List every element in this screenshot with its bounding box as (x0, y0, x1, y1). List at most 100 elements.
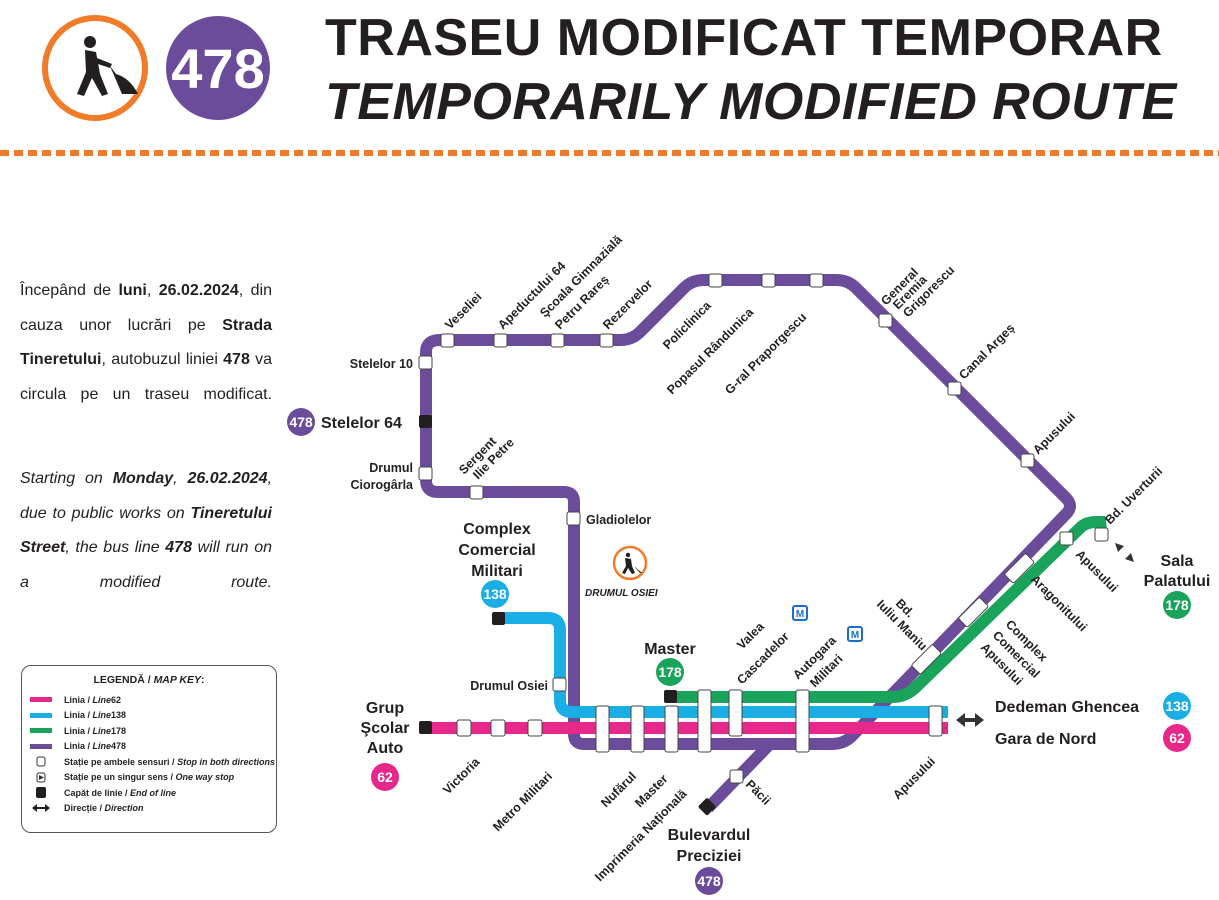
b478a-label: 478 (289, 414, 313, 430)
0-label: Starting on (20, 470, 113, 487)
apusului3-label: Apusului (890, 754, 938, 802)
legend-line-478: Linia / Line 478 (22, 739, 276, 755)
notice-ro: Începând de luni, 26.02.2024, din cauza … (20, 274, 272, 412)
metro-label: M (851, 630, 859, 641)
route-badges: 478 62 138 178 138 62 178 478 (287, 408, 1191, 895)
gladiolelor-label: Gladiolelor (586, 513, 651, 527)
sala2-label: Palatului (1144, 573, 1211, 590)
legend-line-178: Linia / Line 178 (22, 723, 276, 739)
b62b-label: 62 (1169, 730, 1185, 746)
apusului2-label: Apusului (1073, 547, 1121, 595)
legend-line-62: Linia / Line 62 (22, 692, 276, 708)
3-label: 26.02.2024 (158, 282, 239, 299)
ro-label: Stație pe un singur sens / (64, 772, 174, 783)
legend-direction: Direcție / Direction (22, 801, 276, 817)
metro-icon: M (847, 626, 863, 642)
ro-label: Linia / (64, 741, 91, 752)
terminal-labels: Stelelor 64 Grup Şcolar Auto Complex Com… (321, 415, 1210, 865)
5-label: Strada Tineretului (20, 316, 272, 369)
ro-label: Capăt de linie / (64, 787, 128, 798)
pacii-label: Păcii (743, 777, 774, 808)
road-works-icon (42, 15, 148, 121)
ro-label: Stație pe ambele sensuri / (64, 756, 175, 767)
b138b-label: 138 (1165, 698, 1189, 714)
drumul1-label: Drumul (369, 461, 413, 475)
metroMilitari-label: Metro Militari (490, 769, 555, 834)
direction-arrow-icon (1115, 543, 1134, 562)
num-label: 178 (111, 725, 127, 736)
line-478-route (420, 274, 1076, 750)
b138a-label: 138 (483, 586, 507, 602)
legend-both-directions: Stație pe ambele sensuri / Stop in both … (22, 754, 276, 770)
end-of-line-markers (419, 415, 716, 816)
notice-en: Starting on Monday, 26.02.2024, due to p… (20, 462, 272, 600)
b178b-label: 178 (1165, 597, 1189, 613)
6-label: , the bus line (65, 539, 166, 556)
ro-label: Direcție / (64, 803, 103, 814)
en-label: Line (92, 741, 112, 752)
0-label: Începând de (20, 282, 119, 299)
4-label: , din cauza unor lucrări pe (20, 282, 272, 334)
ccm3-label: Militari (471, 563, 523, 580)
grup1-label: Grup (366, 700, 404, 717)
5-label: Tineretului Street (20, 504, 272, 557)
map-legend: LEGENDĂ / MAP KEY: Linia / Line 62 Linia… (21, 665, 277, 833)
title-en-label: MAP KEY (153, 674, 202, 686)
gara-label: Gara de Nord (995, 731, 1096, 748)
nufarul-label: Nufărul (598, 769, 639, 810)
stelelor64-label: Stelelor 64 (321, 415, 402, 432)
line-478-badge (166, 16, 270, 120)
2-label: , (146, 282, 159, 299)
bp2-label: Preciziei (677, 848, 742, 865)
divider (0, 150, 1219, 156)
metro-icon: M (792, 605, 808, 621)
victoria-label: Victoria (440, 754, 483, 797)
num-label: 478 (111, 741, 127, 752)
7-label: 478 (165, 539, 192, 556)
drumOsieiStop-label: Drumul Osiei (470, 679, 548, 693)
ro-label: Linia / (64, 694, 91, 705)
direction-arrow-icon (956, 713, 984, 727)
ro-label: Linia / (64, 725, 91, 736)
header-icons: 478 (42, 15, 270, 121)
b178a-label: 178 (658, 664, 682, 680)
aragonitului-label: Aragonitului (1028, 572, 1090, 634)
bdUverturii-label: Bd. Uverturii (1102, 464, 1165, 527)
b478b-label: 478 (697, 873, 721, 889)
legend-line-138: Linia / Line 138 (22, 708, 276, 724)
stop-markers (418, 273, 1109, 784)
veseliei-label: Veseliei (442, 290, 484, 332)
metro-label: M (796, 609, 804, 620)
en-label: One way stop (175, 772, 235, 783)
2-label: , (173, 470, 188, 487)
num-label: 62 (111, 694, 122, 705)
direction-arrow-icon (32, 804, 50, 813)
en-label: Line (92, 694, 112, 705)
8-label: va circula pe un traseu modificat. (20, 351, 273, 403)
legend-end-of-line: Capăt de linie / End of line (22, 785, 276, 801)
grup3-label: Auto (367, 740, 404, 757)
stop-one-way-icon (36, 772, 46, 783)
legend-one-way: Stație pe un singur sens / One way stop (22, 770, 276, 786)
dedeman-label: Dedeman Ghencea (995, 699, 1139, 716)
en-label: Line (92, 725, 112, 736)
en-label: Stop in both directions (177, 756, 276, 767)
drumulOsiei-label: DRUMUL OSIEI (585, 588, 658, 599)
1-label: luni (118, 282, 147, 299)
4-label: , due to public works on (20, 470, 273, 522)
1-label: Monday (112, 470, 174, 487)
bp1-label: Bulevardul (668, 827, 751, 844)
canal-label: Canal Argeș (956, 321, 1017, 382)
num-label: 138 (111, 710, 127, 721)
line-number: 478 (171, 37, 264, 100)
line-138-route (498, 612, 948, 718)
title-ro-label: LEGENDĂ / (93, 674, 154, 686)
drumul2-label: Ciorogârla (350, 478, 414, 492)
3-label: 26.02.2024 (187, 470, 268, 487)
en-label: Line (92, 710, 112, 721)
title-en: TEMPORARILY MODIFIED ROUTE (325, 73, 1177, 131)
8-label: will run on a modified route. (20, 539, 272, 591)
en-label: End of line (130, 787, 177, 798)
